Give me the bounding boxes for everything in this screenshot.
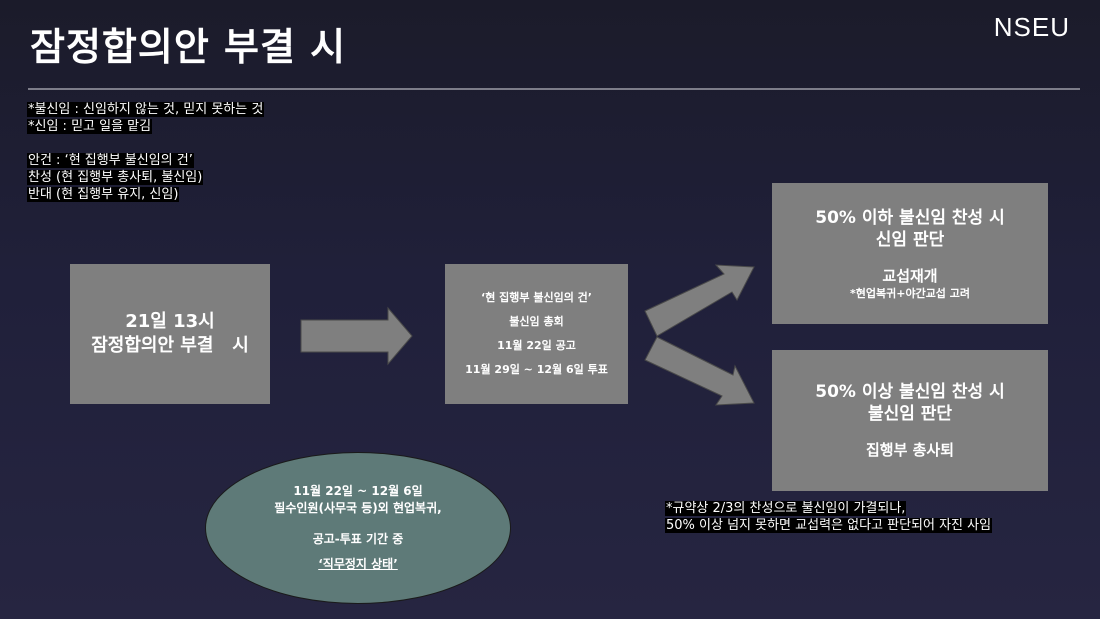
outcome-distrust-result: 집행부 총사퇴 xyxy=(865,440,955,459)
note-agenda: 안건 : ‘현 집행부 불신임의 건’ xyxy=(27,153,194,168)
suspension-return-to-work: 필수인원(사무국 등)외 현업복귀, xyxy=(274,501,442,515)
right-arrow xyxy=(300,306,413,366)
assembly-title: 불신임 총회 xyxy=(509,315,564,328)
outcome-trust-box: 50% 이하 불신임 찬성 시 신임 판단 교섭재개 *현업복귀+야간교섭 고려 xyxy=(772,183,1048,324)
definition-notes: *불신임 : 신임하지 않는 것, 믿지 못하는 것 *신임 : 믿고 일을 맡… xyxy=(27,101,265,203)
note-vote-yes: 찬성 (현 집행부 총사퇴, 불신임) xyxy=(27,170,204,185)
outcome-distrust-judgement: 불신임 판단 xyxy=(867,403,953,424)
outcome-trust-result: 교섭재개 xyxy=(882,266,938,285)
bylaw-footnote: *규약상 2/3의 찬성으로 불신임이 가결되나, 50% 이상 넘지 못하면 … xyxy=(665,500,993,534)
suspension-period: 11월 22일 ~ 12월 6일 xyxy=(293,484,423,498)
suspension-during: 공고-투표 기간 중 xyxy=(312,532,404,546)
assembly-notice-date: 11월 22일 공고 xyxy=(497,339,576,352)
outcome-distrust-condition: 50% 이상 불신임 찬성 시 xyxy=(815,381,1005,402)
assembly-agenda: ‘현 집행부 불신임의 건’ xyxy=(481,291,592,304)
assembly-vote-period: 11월 29일 ~ 12월 6일 투표 xyxy=(465,363,608,376)
note-vote-no: 반대 (현 집행부 유지, 신임) xyxy=(27,187,180,202)
footnote-line-1: *규약상 2/3의 찬성으로 불신임이 가결되나, xyxy=(665,501,907,516)
step-rejection-time: 21일 13시 xyxy=(125,311,215,332)
note-distrust-definition: *불신임 : 신임하지 않는 것, 믿지 못하는 것 xyxy=(27,102,265,117)
step-rejection-label: 잠정합의안 부결 시 xyxy=(91,335,249,356)
suspension-status: ‘직무정지 상태’ xyxy=(318,557,398,571)
footnote-line-2: 50% 이상 넘지 못하면 교섭력은 없다고 판단되어 자진 사임 xyxy=(665,518,993,533)
page-title: 잠정합의안 부결 시 xyxy=(30,25,347,69)
outcome-trust-condition: 50% 이하 불신임 찬성 시 xyxy=(815,207,1005,228)
title-divider xyxy=(28,88,1080,90)
upper-diagonal-arrow xyxy=(644,264,755,337)
outcome-distrust-box: 50% 이상 불신임 찬성 시 불신임 판단 집행부 총사퇴 xyxy=(772,350,1048,491)
lower-diagonal-arrow xyxy=(644,336,755,406)
step-assembly-box: ‘현 집행부 불신임의 건’ 불신임 총회 11월 22일 공고 11월 29일… xyxy=(445,264,628,404)
step-rejection-box: 21일 13시 잠정합의안 부결 시 xyxy=(70,264,270,404)
note-trust-definition: *신임 : 믿고 일을 맡김 xyxy=(27,119,153,134)
brand-logo: NSEU xyxy=(993,12,1070,42)
suspension-ellipse: 11월 22일 ~ 12월 6일 필수인원(사무국 등)외 현업복귀, 공고-투… xyxy=(205,452,511,604)
outcome-trust-note: *현업복귀+야간교섭 고려 xyxy=(850,286,970,300)
outcome-trust-judgement: 신임 판단 xyxy=(875,229,945,250)
